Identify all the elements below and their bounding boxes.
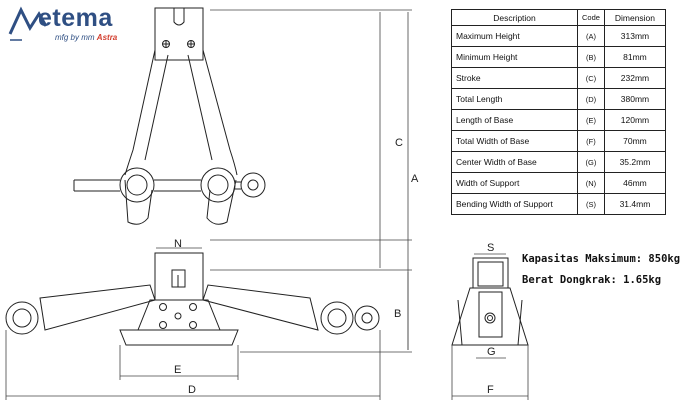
row-dimension: 120mm: [603, 109, 666, 131]
table-row: Total Width of Base (F) 70mm: [451, 130, 666, 152]
tagline-brand: Astra: [96, 33, 118, 42]
table-row: Width of Support (N) 46mm: [451, 172, 666, 194]
spec-table: Description Code Dimension Maximum Heigh…: [451, 9, 666, 215]
row-code: (A): [577, 25, 605, 47]
dimension-label-d: D: [188, 384, 196, 396]
row-description: Maximum Height: [451, 25, 578, 47]
table-row: Stroke (C) 232mm: [451, 67, 666, 89]
dimension-label-c: C: [395, 137, 403, 149]
dimension-label-b: B: [394, 308, 402, 320]
row-dimension: 313mm: [603, 25, 666, 47]
dimension-label-e: E: [174, 364, 182, 376]
row-description: Total Width of Base: [451, 130, 578, 152]
header-dimension: Dimension: [603, 9, 666, 26]
row-dimension: 380mm: [603, 88, 666, 110]
brand-name: etema: [38, 4, 113, 32]
max-capacity-text: Kapasitas Maksimum: 850kg: [522, 253, 681, 265]
row-dimension: 70mm: [603, 130, 666, 152]
row-description: Total Length: [451, 88, 578, 110]
dimension-label-g: G: [487, 346, 496, 358]
table-row: Bending Width of Support (S) 31.4mm: [451, 193, 666, 215]
row-dimension: 35.2mm: [603, 151, 666, 173]
row-code: (N): [577, 172, 605, 194]
header-description: Description: [451, 9, 578, 26]
header-code: Code: [577, 9, 605, 26]
table-row: Total Length (D) 380mm: [451, 88, 666, 110]
spec-table-header: Description Code Dimension: [451, 9, 666, 26]
jack-weight-text: Berat Dongkrak: 1.65kg: [522, 274, 662, 286]
row-code: (B): [577, 46, 605, 68]
brand-tagline: mfg by mm Astra: [55, 33, 117, 42]
row-description: Length of Base: [451, 109, 578, 131]
row-description: Minimum Height: [451, 46, 578, 68]
row-description: Center Width of Base: [451, 151, 578, 173]
dimension-label-s: S: [487, 242, 495, 254]
row-code: (S): [577, 193, 605, 215]
brand-logo: [8, 4, 138, 50]
row-dimension: 46mm: [603, 172, 666, 194]
row-code: (F): [577, 130, 605, 152]
top-view-screw: [73, 179, 241, 192]
row-code: (D): [577, 88, 605, 110]
dimension-label-a: A: [411, 173, 419, 185]
table-row: Length of Base (E) 120mm: [451, 109, 666, 131]
dimension-label-f: F: [487, 384, 494, 396]
row-code: (E): [577, 109, 605, 131]
row-description: Stroke: [451, 67, 578, 89]
row-code: (G): [577, 151, 605, 173]
row-dimension: 31.4mm: [603, 193, 666, 215]
row-code: (C): [577, 67, 605, 89]
table-row: Maximum Height (A) 313mm: [451, 25, 666, 47]
brand-mark-icon: [8, 6, 48, 41]
row-dimension: 81mm: [603, 46, 666, 68]
row-description: Bending Width of Support: [451, 193, 578, 215]
top-view-saddle: [154, 7, 204, 61]
dimension-label-n: N: [174, 238, 182, 250]
dimension-lines: [5, 9, 529, 400]
row-description: Width of Support: [451, 172, 578, 194]
tagline-prefix: mfg by mm: [55, 33, 95, 42]
row-dimension: 232mm: [603, 67, 666, 89]
table-row: Center Width of Base (G) 35.2mm: [451, 151, 666, 173]
front-view-jack: [451, 257, 529, 346]
top-view-arms: [119, 49, 266, 225]
table-row: Minimum Height (B) 81mm: [451, 46, 666, 68]
side-view-jack: [5, 252, 380, 346]
